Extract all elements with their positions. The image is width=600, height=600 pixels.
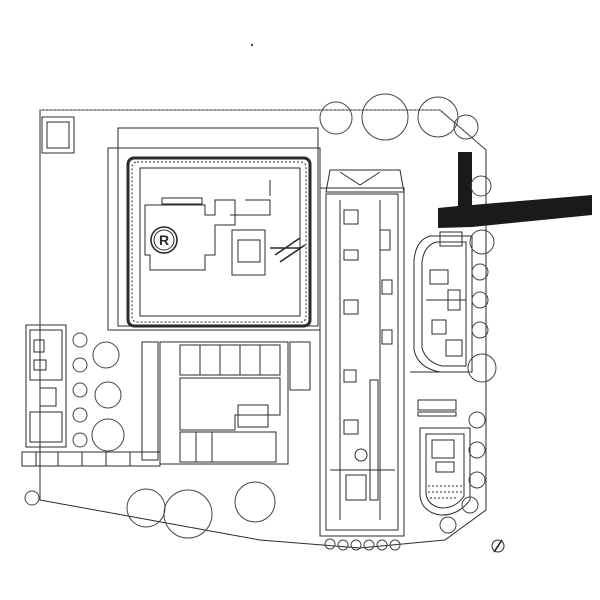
- square-court-with-track: [107, 127, 321, 331]
- elliptical-building-north: [413, 231, 473, 373]
- north-arrow-icon: [491, 539, 505, 553]
- long-bar-building: [319, 169, 405, 537]
- paved-strip: [21, 451, 161, 467]
- helipad-marking: R: [159, 232, 169, 248]
- corner-kiosk: [41, 116, 75, 154]
- stray-mark: [250, 43, 254, 47]
- trees: [24, 93, 497, 551]
- dark-bridge: [438, 152, 592, 228]
- helipad: R: [150, 226, 178, 254]
- courtyard-block: [141, 341, 311, 465]
- link-blocks: [410, 371, 470, 417]
- elliptical-building-south: [419, 427, 471, 516]
- west-house: [25, 324, 67, 448]
- site-boundary: [39, 109, 487, 549]
